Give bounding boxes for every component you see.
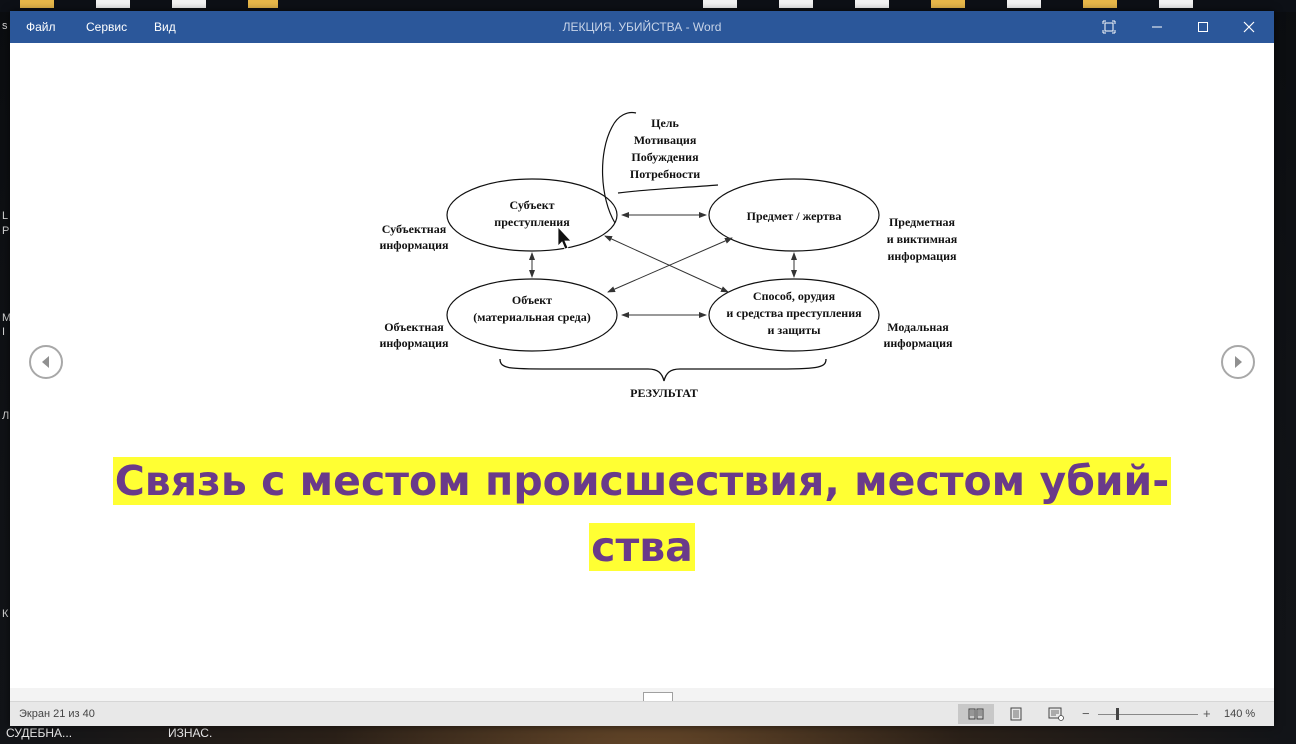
minimize-icon [1152, 26, 1162, 28]
method-label: и защиты [767, 323, 821, 337]
menu-service[interactable]: Сервис [86, 20, 128, 34]
motivation-text: Цель [651, 116, 679, 130]
screen-counter: Экран 21 из 40 [19, 708, 95, 720]
word-window: Файл Сервис Вид ЛЕКЦИЯ. УБИЙСТВА - Word [10, 11, 1274, 726]
close-icon [1243, 21, 1255, 33]
next-screen-button[interactable] [1221, 345, 1255, 379]
close-button[interactable] [1226, 11, 1272, 43]
desktop-icon-label: К [2, 608, 9, 620]
desktop-top-strip [0, 0, 1296, 12]
method-label: и средства преступления [726, 306, 862, 320]
modal-info-label: информация [883, 336, 953, 350]
result-brace [499, 358, 827, 382]
method-label: Способ, орудия [753, 289, 836, 303]
slide-area: Цель Мотивация Побуждения Потребности Су… [10, 43, 1274, 708]
victim-info-label: информация [887, 249, 957, 263]
desktop-file-icon[interactable] [172, 0, 206, 8]
book-icon [968, 708, 984, 720]
arrow-subject-method [604, 235, 729, 293]
web-layout-button[interactable] [1038, 704, 1074, 724]
zoom-slider-handle[interactable] [1116, 708, 1119, 720]
zoom-level[interactable]: 140 % [1224, 708, 1256, 720]
web-layout-icon [1048, 707, 1064, 721]
object-label: (материальная среда) [473, 310, 590, 324]
desktop-folder-icon[interactable] [20, 0, 54, 8]
zoom-slider[interactable] [1098, 714, 1198, 715]
desktop-bottom-labels: СУДЕБНА... ИЗНАС. [0, 726, 1296, 744]
maximize-button[interactable] [1180, 11, 1226, 43]
fit-screen-button[interactable] [1086, 11, 1132, 43]
desktop-shortcut-icon[interactable] [248, 0, 278, 8]
method-node [708, 278, 880, 352]
motivation-text: Потребности [630, 167, 700, 181]
modal-info-label: Модальная [887, 320, 949, 334]
subject-info-label: информация [379, 238, 449, 252]
heading-line: Связь с местом происшествия, местом убий… [112, 457, 1172, 505]
desktop-file-icon[interactable] [779, 0, 813, 8]
desktop-file-icon[interactable] [855, 0, 889, 8]
victim-info-label: и виктимная [887, 232, 958, 246]
desktop-folder-icon[interactable] [1083, 0, 1117, 8]
arrow-object-victim [607, 237, 733, 293]
fit-screen-icon [1102, 20, 1116, 34]
arrow-left-icon [42, 356, 49, 368]
mouse-cursor-icon [557, 225, 572, 250]
zoom-out-button[interactable]: − [1082, 706, 1090, 721]
slide-heading: Связь с местом происшествия, местом убий… [10, 448, 1274, 580]
maximize-icon [1198, 22, 1208, 32]
desktop-file-icon[interactable] [1159, 0, 1193, 8]
object-info-label: Объектная [384, 320, 444, 334]
minimize-button[interactable] [1134, 11, 1180, 43]
window-title: ЛЕКЦИЯ. УБИЙСТВА - Word [562, 20, 722, 34]
subject-node [446, 178, 618, 252]
print-layout-button[interactable] [998, 704, 1034, 724]
result-label: РЕЗУЛЬТАТ [630, 386, 698, 400]
desktop-file-icon[interactable] [703, 0, 737, 8]
victim-node [708, 178, 880, 252]
subject-label: преступления [494, 215, 570, 229]
crime-structure-diagram: Цель Мотивация Побуждения Потребности Су… [379, 111, 958, 400]
motivation-bracket-tail [617, 184, 719, 194]
desktop-icon-label: Л [2, 410, 10, 422]
desktop-icon-label: s [2, 20, 8, 32]
object-label: Объект [512, 293, 552, 307]
arrow-right-icon [1235, 356, 1242, 368]
desktop-file-icon[interactable] [96, 0, 130, 8]
desktop-icon-label: I [2, 326, 6, 338]
menu-view[interactable]: Вид [154, 20, 176, 34]
victim-label: Предмет / жертва [747, 209, 842, 223]
desktop-icon-label: P [2, 225, 10, 237]
previous-screen-button[interactable] [29, 345, 63, 379]
zoom-in-button[interactable]: + [1203, 706, 1211, 721]
motivation-text: Мотивация [634, 133, 697, 147]
object-node [446, 278, 618, 352]
desktop-icon-label[interactable]: ИЗНАС. [168, 726, 213, 740]
title-bar: Файл Сервис Вид ЛЕКЦИЯ. УБИЙСТВА - Word [10, 11, 1274, 43]
object-info-label: информация [379, 336, 449, 350]
page-icon [1010, 707, 1022, 721]
read-mode-button[interactable] [958, 704, 994, 724]
motivation-text: Побуждения [631, 150, 699, 164]
desktop-folder-icon[interactable] [931, 0, 965, 8]
heading-line: ства [589, 523, 695, 571]
menu-file[interactable]: Файл [26, 20, 56, 34]
status-bar: Экран 21 из 40 − + 140 % [10, 701, 1274, 726]
desktop-icon-label[interactable]: СУДЕБНА... [6, 726, 73, 740]
desktop-icon-label: M [2, 312, 12, 324]
subject-label: Субъект [509, 198, 554, 212]
desktop-icon-label: L [2, 210, 9, 222]
motivation-bracket [601, 111, 637, 224]
victim-info-label: Предметная [889, 215, 956, 229]
desktop-file-icon[interactable] [1007, 0, 1041, 8]
subject-info-label: Субъектная [382, 222, 447, 236]
